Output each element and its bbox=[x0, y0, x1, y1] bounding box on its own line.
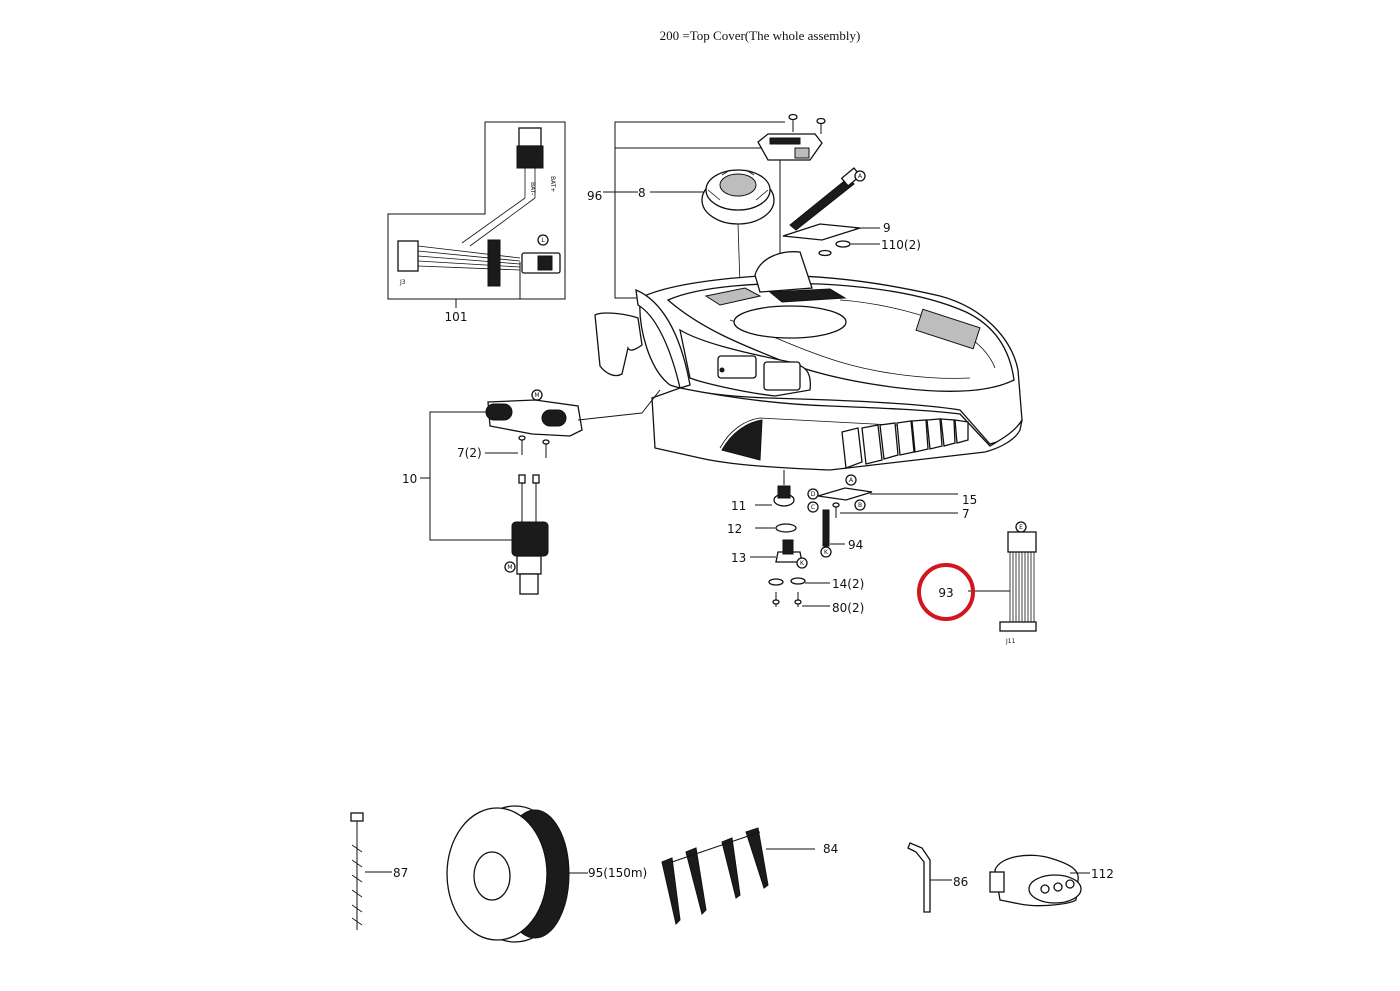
cover-left-handle bbox=[635, 288, 691, 389]
harness-grommet bbox=[487, 239, 501, 287]
callout-8: 8 bbox=[638, 186, 646, 200]
callout-94: 94 bbox=[848, 538, 863, 552]
connector-A-letter-bottom: A bbox=[849, 477, 854, 484]
connector-M-letter-bottom: M bbox=[507, 564, 512, 571]
cover-left-wing bbox=[594, 312, 643, 377]
callout-7-right: 7 bbox=[962, 507, 970, 521]
diagram-title: 200 =Top Cover(The whole assembly) bbox=[660, 28, 861, 43]
callout-80: 80(2) bbox=[832, 601, 864, 615]
lawn-pegs-84: 84 bbox=[661, 827, 838, 925]
cover-vent-fins bbox=[841, 418, 969, 469]
callout-11: 11 bbox=[731, 499, 746, 513]
ribbon-j11-mark: J11 bbox=[1005, 638, 1016, 645]
callout-86: 86 bbox=[953, 875, 968, 889]
harness-left-connector bbox=[397, 240, 419, 272]
callout-14: 14(2) bbox=[832, 577, 864, 591]
connector-D-letter: D bbox=[811, 491, 816, 498]
front-port-1 bbox=[717, 355, 757, 379]
connector-L-marker bbox=[537, 234, 549, 246]
right-bottom-parts: A D C B 15 7 K 94 bbox=[807, 474, 977, 558]
callout-96: 96 bbox=[587, 189, 602, 203]
callout-87: 87 bbox=[393, 866, 408, 880]
centre-bottom-parts: 11 12 13 K 14(2) 80(2) bbox=[727, 485, 864, 615]
ribbon-connector-A: A bbox=[789, 167, 866, 231]
callout-9: 9 bbox=[883, 221, 891, 235]
callout-10: 10 bbox=[402, 472, 417, 486]
harness-top-connector bbox=[518, 127, 542, 147]
harness-top-connector-body bbox=[516, 145, 544, 169]
callout-93: 93 bbox=[938, 586, 953, 600]
connector-E-letter: E bbox=[1019, 524, 1023, 531]
cover-top-opening-1 bbox=[704, 287, 762, 306]
wire-label-negative: BAT- bbox=[529, 182, 536, 195]
callout-15: 15 bbox=[962, 493, 977, 507]
connector-M-letter-top: M bbox=[534, 392, 539, 399]
height-knob bbox=[701, 169, 775, 286]
connector-B-letter: B bbox=[858, 502, 862, 509]
callout-7-left: 7(2) bbox=[457, 446, 482, 460]
connector-K-letter-top: K bbox=[824, 549, 829, 556]
ribbon-cable-93: E J11 93 bbox=[917, 521, 1037, 645]
charge-contact-group: M 7(2) 10 M bbox=[402, 389, 661, 595]
bracket-10 bbox=[429, 411, 512, 541]
callout-13: 13 bbox=[731, 551, 746, 565]
top-screws bbox=[788, 113, 826, 134]
cover-top-opening-2 bbox=[768, 288, 847, 303]
plate-15 bbox=[817, 487, 873, 501]
connector-A-letter-top: A bbox=[858, 173, 863, 180]
highlight-circle-93 bbox=[917, 563, 975, 621]
connector-L-letter: L bbox=[541, 237, 545, 244]
wire-spool-95: 95(150m) bbox=[446, 805, 647, 943]
ground-screw-87: 87 bbox=[350, 812, 408, 930]
harness-frame bbox=[387, 121, 566, 300]
callout-110: 110(2) bbox=[881, 238, 921, 252]
hex-key-86: 86 bbox=[907, 842, 968, 913]
contact-grommet bbox=[511, 521, 549, 557]
connector-K-letter-bottom: K bbox=[800, 560, 805, 567]
wire-connector-112: 112 bbox=[989, 854, 1114, 907]
bracket-96 bbox=[614, 121, 785, 299]
callout-95: 95(150m) bbox=[588, 866, 647, 880]
wire-label-positive: BAT+ bbox=[549, 176, 556, 192]
callout-101: 101 bbox=[445, 310, 468, 324]
top-cover-assembly: 96 8 A 9 bbox=[587, 113, 1023, 485]
cover-fin bbox=[754, 251, 813, 293]
callout-12: 12 bbox=[727, 522, 742, 536]
harness-j3-mark: J3 bbox=[399, 279, 406, 286]
callout-84: 84 bbox=[823, 842, 838, 856]
connector-C-letter: C bbox=[811, 504, 815, 511]
callout-112: 112 bbox=[1091, 867, 1114, 881]
front-port-2 bbox=[763, 361, 801, 391]
wiring-harness-group: BAT- BAT+ L J3 101 bbox=[387, 121, 566, 324]
